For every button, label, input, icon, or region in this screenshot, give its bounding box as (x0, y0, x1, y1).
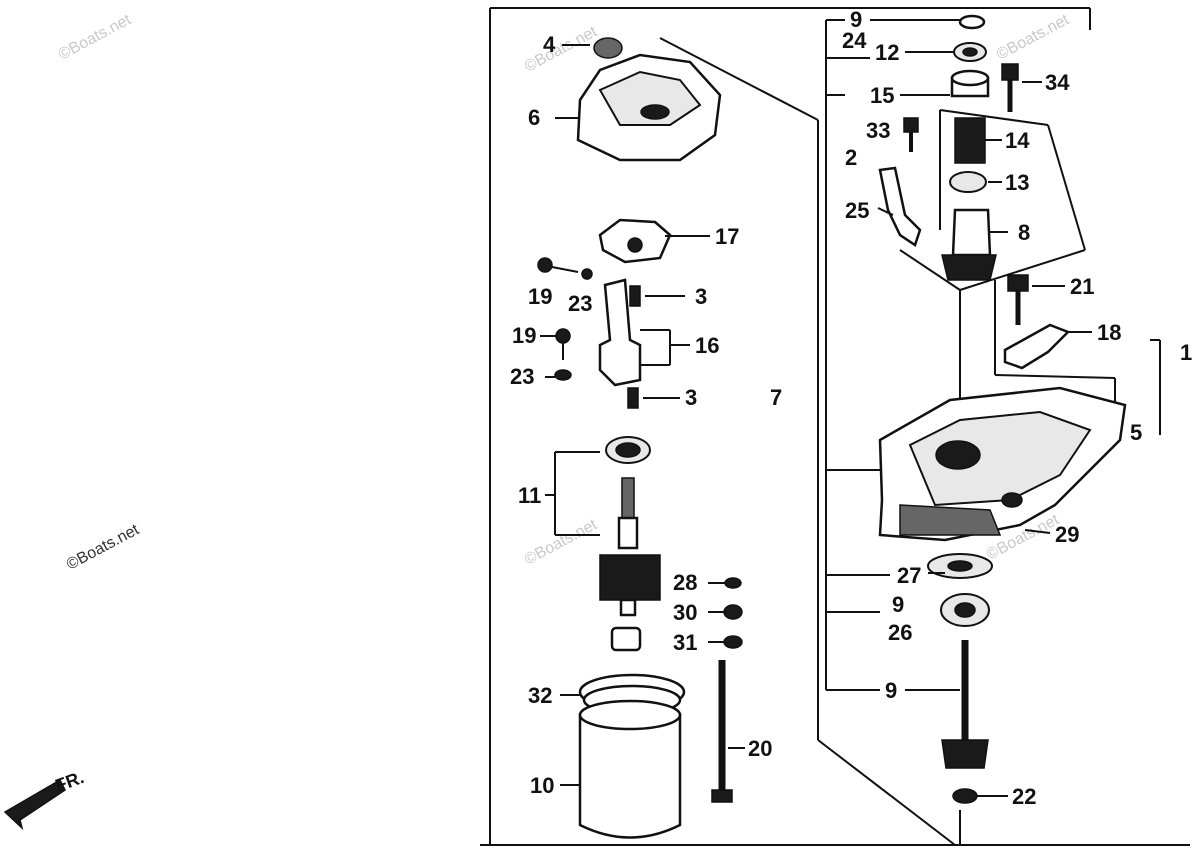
watermark: ©Boats.net (522, 516, 601, 569)
callout-28: 28 (673, 570, 697, 595)
front-direction-arrow: FR. (3, 767, 87, 831)
callout-1: 1 (1180, 340, 1192, 365)
part-9-driven-shaft (905, 640, 989, 769)
watermark: ©Boats.net (56, 11, 135, 64)
callout-5: 5 (1130, 420, 1142, 445)
callout-3: 3 (685, 385, 697, 410)
part-17-gear-plate (598, 218, 710, 264)
part-22-clip (952, 788, 1008, 804)
part-28-washer (708, 577, 742, 589)
callout-4: 4 (543, 32, 556, 57)
callout-27: 27 (897, 563, 921, 588)
part-16-bracket (598, 278, 690, 387)
part-19-screw-lower (540, 328, 572, 381)
part-13-ring (949, 171, 1002, 193)
callout-9: 9 (892, 592, 904, 617)
callout-31: 31 (673, 630, 697, 655)
bushing (610, 626, 642, 652)
callout-30: 30 (673, 600, 697, 625)
callout-26: 26 (888, 620, 912, 645)
callout-15: 15 (870, 83, 894, 108)
part-34-bolt (1001, 63, 1042, 112)
part-4-cap (562, 37, 623, 59)
callout-22: 22 (1012, 784, 1036, 809)
part-8-pinion (941, 208, 1008, 281)
part-20-through-bolt (711, 660, 745, 803)
direction-label: FR. (53, 767, 87, 796)
part-10-motor-housing (560, 699, 682, 839)
callout-9: 9 (885, 678, 897, 703)
callout-29: 29 (1055, 522, 1079, 547)
callout-34: 34 (1045, 70, 1070, 95)
watermark: ©Boats.net (522, 23, 601, 76)
callout-10: 10 (530, 773, 554, 798)
callout-14: 14 (1005, 128, 1030, 153)
callout-19: 19 (528, 284, 552, 309)
watermark: ©Boats.net (994, 11, 1073, 64)
watermark: ©Boats.net (64, 521, 143, 574)
callout-32: 32 (528, 683, 552, 708)
part-26-bearing (940, 593, 990, 627)
callout-33: 33 (866, 118, 890, 143)
part-9-clip-top (870, 14, 986, 30)
callout-2: 2 (845, 145, 857, 170)
callout-25: 25 (845, 198, 869, 223)
callout-18: 18 (1097, 320, 1121, 345)
callout-17: 17 (715, 224, 739, 249)
callout-13: 13 (1005, 170, 1029, 195)
part-19-screw-upper (537, 257, 593, 280)
callout-6: 6 (528, 105, 540, 130)
callout-8: 8 (1018, 220, 1030, 245)
callout-20: 20 (748, 736, 772, 761)
callout-23: 23 (510, 364, 534, 389)
part-30-nut (708, 604, 743, 620)
part-15-collar (900, 69, 990, 98)
part-12-washer (905, 42, 987, 62)
part-11-armature (545, 436, 661, 617)
callout-7: 7 (770, 385, 782, 410)
part-27-washer (927, 553, 993, 579)
callout-3: 3 (695, 284, 707, 309)
part-33-bolt (903, 117, 919, 152)
callout-21: 21 (1070, 274, 1094, 299)
part-3-spring-lower (627, 387, 680, 409)
part-7-gear-case (878, 386, 1127, 542)
callout-12: 12 (875, 40, 899, 65)
callout-labels: 1 2 3 3 4 5 6 7 8 9 9 9 10 11 12 13 14 1… (510, 7, 1192, 809)
callout-16: 16 (695, 333, 719, 358)
callout-11: 11 (518, 483, 541, 508)
callout-9: 9 (850, 7, 862, 32)
part-31-washer (708, 635, 743, 649)
callout-24: 24 (842, 28, 867, 53)
part-14-spring (954, 117, 1002, 164)
part-3-spring-upper (629, 285, 685, 307)
callout-23: 23 (568, 291, 592, 316)
part-21-bolt (1007, 274, 1065, 325)
part-6-cover (555, 53, 722, 162)
part-18-lever (1003, 323, 1092, 370)
callout-19: 19 (512, 323, 536, 348)
part-25-bracket (877, 166, 922, 247)
